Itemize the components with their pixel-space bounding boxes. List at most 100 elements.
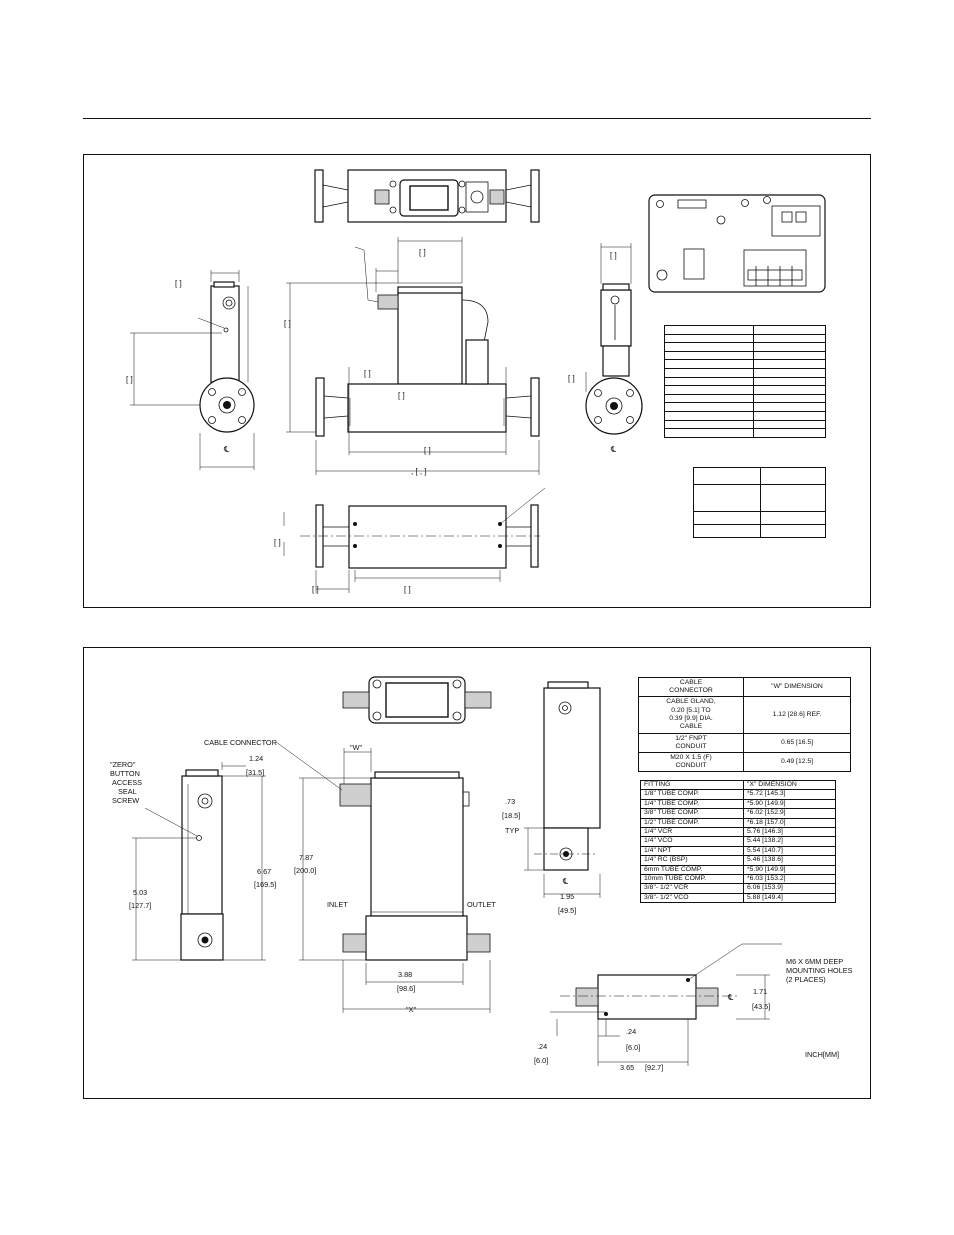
dim-31-5: [31.5] xyxy=(246,768,264,777)
x-table-cell: *5.90 [149.9] xyxy=(743,864,836,876)
x-table-header-dimension: "X" DIMENSION xyxy=(743,779,836,791)
zero-label-line-5: SCREW xyxy=(112,796,139,805)
svg-text:[ ]: [ ] xyxy=(424,446,431,455)
svg-text:[ ]: [ ] xyxy=(175,279,182,288)
svg-text:[ ]: [ ] xyxy=(610,251,617,260)
dim-6-0-a: [6.0] xyxy=(534,1056,548,1065)
w-table-header-dimension: "W" DIMENSION xyxy=(743,677,851,697)
top-plan-view xyxy=(314,169,540,223)
dim-3-65: 3.65 xyxy=(620,1063,634,1072)
zero-label-line-4: SEAL xyxy=(118,787,137,796)
holes-label-line-2: MOUNTING HOLES xyxy=(786,966,853,975)
dim-92-7: [92.7] xyxy=(645,1063,663,1072)
w-table-cell: 0.49 [12.5] xyxy=(743,752,851,772)
dim-49-5: [49.5] xyxy=(558,906,576,915)
svg-text:[ ]: [ ] xyxy=(364,369,371,378)
dim-98-6: [98.6] xyxy=(397,984,415,993)
dim-1-24: 1.24 xyxy=(249,754,263,763)
w-table-header-connector: CABLE CONNECTOR xyxy=(638,677,744,697)
x-dimension-table: FITTING "X" DIMENSION 1/8" TUBE COMP.*5.… xyxy=(640,779,836,904)
holes-label-line-1: M6 X 6MM DEEP xyxy=(786,957,843,966)
dim-1-95: 1.95 xyxy=(560,892,574,901)
x-table-header-fitting: FITTING xyxy=(640,779,744,791)
pc-board-view xyxy=(648,194,826,293)
dim-6-67: 6.67 xyxy=(257,867,271,876)
x-table-cell: 1/4" VCO xyxy=(640,836,744,847)
svg-text:, [ , ]: , [ , ] xyxy=(411,467,427,476)
x-table-cell: *6.03 [153.2] xyxy=(743,874,836,885)
dim-127-7: [127.7] xyxy=(129,901,151,910)
bottom-right-view xyxy=(524,681,601,898)
x-table-cell: 1/4" VCR xyxy=(640,827,744,838)
table-row: 1/4" TUBE COMP.*5.90 [149.9] xyxy=(640,798,836,810)
top-right-view: [ ] [ ] ℄ xyxy=(568,243,643,454)
dim-5-03: 5.03 xyxy=(133,888,147,897)
w-dimension-table: CABLE CONNECTOR "W" DIMENSION CABLE GLAN… xyxy=(638,677,851,772)
zero-label-line-1: "ZERO" xyxy=(110,760,136,769)
table-row: 1/4" RC (BSP)5.46 [138.6] xyxy=(640,855,836,866)
svg-text:[ ]: [ ] xyxy=(284,319,291,328)
bottom-drawing-frame xyxy=(83,647,871,1099)
top-front-view: [ ] [ ] [ ] [ ] [ ] , [ , ] xyxy=(284,237,540,476)
outlet-label: OUTLET xyxy=(467,900,496,909)
table-row: 1/2" FNPT CONDUIT 0.65 [16.5] xyxy=(638,733,851,753)
dim-169-5: [169.5] xyxy=(254,880,276,889)
holes-label-line-3: (2 PLACES) xyxy=(786,975,826,984)
w-table-cell: 1.12 [28.6] REF. xyxy=(743,696,851,734)
x-table-cell: 3/8"- 1/2" VCR xyxy=(640,883,744,894)
w-table-cell: M20 X 1.5 (F) CONDUIT xyxy=(638,752,744,772)
w-table-cell: CABLE GLAND, 0.20 [5.1] TO 0.39 [9.9] DI… xyxy=(638,696,744,734)
units-label: INCH[MM] xyxy=(805,1050,839,1059)
table-row: 1/2" TUBE COMP.*6.18 [157.0] xyxy=(640,817,836,829)
dim-200-0: [200.0] xyxy=(294,866,316,875)
svg-text:[ ]: [ ] xyxy=(274,538,281,547)
top-drawing-frame xyxy=(83,154,871,608)
x-table-cell: 6mm TUBE COMP. xyxy=(640,864,744,876)
x-table-cell: 1/4" NPT xyxy=(640,845,744,857)
top-fitting-table xyxy=(693,467,826,538)
svg-text:[ ]: [ ] xyxy=(419,248,426,257)
centerline-symbol: ℄ xyxy=(562,877,569,886)
dim-18-5: [18.5] xyxy=(502,811,520,820)
x-table-cell: 1/8" TUBE COMP. xyxy=(640,789,744,800)
x-table-cell: 3/8"- 1/2" VCO xyxy=(640,892,744,904)
dim-7-87: 7.87 xyxy=(299,853,313,862)
x-table-header: FITTING "X" DIMENSION xyxy=(640,779,836,791)
bottom-bottom-view xyxy=(550,943,782,1066)
table-row: 3/8" TUBE COMP.*6.02 [152.9] xyxy=(640,808,836,819)
x-table-cell: *5.72 [145.3] xyxy=(743,789,836,800)
w-table-header: CABLE CONNECTOR "W" DIMENSION xyxy=(638,677,851,697)
dim-6-0-b: [6.0] xyxy=(626,1043,640,1052)
dim-24-a: .24 xyxy=(537,1042,547,1051)
x-table-cell: 5.88 [149.4] xyxy=(743,892,836,904)
x-table-cell: 5.54 [140.7] xyxy=(743,845,836,857)
zero-label-line-3: ACCESS xyxy=(112,778,142,787)
header-rule xyxy=(83,118,871,119)
x-table-cell: 1/4" RC (BSP) xyxy=(640,855,744,866)
bottom-plan-view xyxy=(342,676,492,724)
bottom-dimension-labels: "ZERO" BUTTON ACCESS SEAL SCREW CABLE CO… xyxy=(110,738,853,1072)
bottom-left-view xyxy=(132,762,266,961)
w-dimension-label: "W" xyxy=(350,743,362,752)
bottom-front-view xyxy=(275,741,491,1013)
x-dimension-label: "X" xyxy=(406,1005,416,1014)
x-table-cell: 5.46 [138.6] xyxy=(743,855,836,866)
table-row: M20 X 1.5 (F) CONDUIT 0.49 [12.5] xyxy=(638,752,851,772)
x-table-cell: 1/2" TUBE COMP. xyxy=(640,817,744,829)
x-table-cell: *6.02 [152.9] xyxy=(743,808,836,819)
centerline-symbol-2: ℄ xyxy=(727,993,734,1002)
x-table-cell: 1/4" TUBE COMP. xyxy=(640,798,744,810)
inlet-label: INLET xyxy=(327,900,348,909)
table-row: CABLE GLAND, 0.20 [5.1] TO 0.39 [9.9] DI… xyxy=(638,696,851,734)
x-table-cell: 6.06 [153.9] xyxy=(743,883,836,894)
w-table-cell: 1/2" FNPT CONDUIT xyxy=(638,733,744,753)
svg-text:℄: ℄ xyxy=(223,445,230,454)
table-row: 6mm TUBE COMP.*5.90 [149.9] xyxy=(640,864,836,876)
